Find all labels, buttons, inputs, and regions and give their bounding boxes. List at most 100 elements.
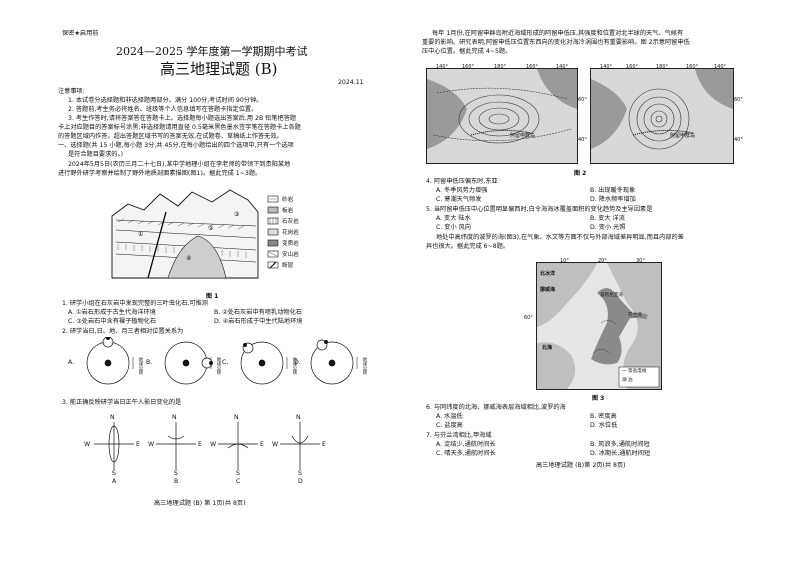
q5-stem: 5. 当阿留申低压中心位置明显偏西时,白令海海冰覆盖面积的变化趋势及主导因素是 [426, 206, 653, 213]
q3-c-south: S [236, 470, 240, 477]
q6-stem: 6. 与同纬度的北海、挪威海表层海域相比,波罗的海 [426, 404, 566, 411]
q2-tag-c: 地球公转 [292, 357, 297, 375]
fig3-lat-60: 60° [524, 315, 533, 321]
q3-option-c[interactable]: C [236, 478, 241, 485]
fig3-lon-10: 10° [560, 258, 569, 264]
figure-2-caption: 图 2 [574, 170, 587, 177]
q5-option-b[interactable]: B. 变大 洋流 [590, 215, 625, 222]
fig3-lon-20: 20° [598, 258, 607, 264]
figure-1: ④ ① ② ③ 砂岩 板岩 石灰岩 花岗岩 变质岩 安山岩 断层 [108, 186, 340, 288]
q2-tag-a: 地球公转 [138, 357, 143, 375]
q3-b-east: E [198, 441, 202, 448]
legend-limestone: 石灰岩 [282, 219, 299, 225]
fig2-right-lat-1: 60° [734, 97, 743, 103]
note-1: 1. 本试卷分选择题和非选择题两部分。满分 100分,考试时间 90分钟。 [68, 97, 263, 104]
q3-b-south: S [174, 470, 178, 477]
q3-option-b[interactable]: B [174, 478, 179, 485]
intro-1-line-1: 2024年5月5日(农历三月二十七日),某中学地理小组在李老师的带领下到贵阳某地 [68, 161, 291, 168]
q7-option-a[interactable]: A. 淀结少,通航时间长 [436, 441, 496, 448]
q3-d-west: W [272, 441, 279, 448]
note-3c: 的答题区域内作答。超出答题区域书写的答案无效,在试题卷、草稿纸上作答无效。 [58, 133, 283, 140]
fig3-place-finland-gulf: 芬兰湾 [628, 313, 642, 318]
geologic-section-drawing: ④ ① ② ③ [111, 189, 279, 279]
section-1-heading: 一、选择题(共 15 小题,每小题 3分,共 45分,在每小题给出的四个选项中,… [58, 142, 294, 149]
svg-text:③: ③ [234, 211, 239, 218]
noon-shadow-diagrams [94, 422, 320, 470]
q3-diagrams: N S E W N S E W N S E W N S E W [84, 414, 330, 478]
q3-a-north: N [110, 414, 115, 421]
q3-b-north: N [172, 414, 177, 421]
q2-option-b[interactable]: B. [146, 359, 153, 366]
q6-option-a[interactable]: A. 水温低 [436, 413, 463, 420]
q3-c-north: N [234, 414, 239, 421]
aleutian-low-map-west [427, 69, 577, 163]
q2-option-a[interactable]: A. [68, 359, 75, 366]
q5-option-a[interactable]: A. 变大 陆水 [436, 215, 471, 222]
figure-2-left-map [426, 68, 578, 164]
q7-option-d[interactable]: D. 冰期长,通航时间短 [590, 450, 651, 457]
footer-right: 高三地理试题 (B)第 2页(共 8页) [536, 462, 626, 469]
fig3-place-arctic: 北冰洋 [540, 271, 556, 277]
intro-2-line-1: 每年 1月份,在阿留申群岛附近海域形成的阿留申低压,其强度和位置对北半球的天气、… [432, 30, 684, 37]
q7-stem: 7. 与芬兰湾相比,甲海域 [426, 432, 492, 439]
q3-a-south: S [112, 470, 116, 477]
figure-1-caption: 图 1 [206, 293, 219, 300]
legend-sandstone: 砂岩 [282, 197, 294, 203]
aleutian-low-map-east [591, 69, 733, 163]
q3-c-east: E [260, 441, 264, 448]
figure-3-caption: 图 3 [592, 395, 605, 402]
legend-granite: 花岗岩 [282, 230, 299, 236]
q6-option-c[interactable]: C. 盐度高 [436, 422, 463, 429]
fig3-place-norwegian-sea: 挪威海 [540, 287, 556, 293]
section-1-heading-cont: 是符合题目要求的。) [68, 151, 124, 158]
q3-b-west: W [148, 441, 155, 448]
q3-d-south: S [298, 470, 302, 477]
q1-option-c[interactable]: C. ③处岩石中含有裸子植物化石 [68, 318, 157, 325]
intro-3-line-2: 异也很大。据此完成 6~8题。 [426, 243, 510, 250]
q7-option-b[interactable]: B. 风浪多,通航时间短 [590, 441, 650, 448]
q2-option-c[interactable]: C. [222, 359, 229, 366]
q3-option-d[interactable]: D [298, 478, 303, 485]
q6-option-d[interactable]: D. 水位低 [590, 422, 618, 429]
fig3-place-bothnia: 波的尼亚湾 [600, 293, 623, 298]
q7-option-c[interactable]: C. 晴天多,通航时间长 [436, 450, 496, 457]
secret-label: 保密★启用前 [62, 30, 99, 37]
q3-option-a[interactable]: A [112, 478, 117, 485]
q5-option-d[interactable]: D. 变小 光照 [590, 224, 626, 231]
q4-option-a[interactable]: A. 冬季风势力增强 [436, 187, 488, 194]
fig2-right-lon-4: 160° [686, 64, 699, 70]
q1-option-a[interactable]: A. ①岩石形成于古生代海洋环境 [68, 309, 156, 316]
svg-text:②: ② [208, 225, 214, 232]
q3-stem: 3. 能正确反映研学当日正午人影日变化的是 [62, 399, 182, 406]
q4-option-b[interactable]: B. 出现暖冬现象 [590, 187, 636, 194]
fig2-right-lon-3: 180° [656, 64, 669, 70]
exam-title: 2024—2025 学年度第一学期期中考试 [116, 45, 308, 58]
q6-option-b[interactable]: B. 密度高 [590, 413, 617, 420]
q2-option-d[interactable]: D. [294, 359, 301, 366]
q1-option-b[interactable]: B. ②处石灰岩中有喷乳动物化石 [214, 309, 302, 316]
intro-2-line-2: 重要的影响。研究表明,阿留申低压位置东西向的变化对海冷涡围也有重要影响。图 2示… [422, 39, 690, 46]
q3-c-west: W [210, 441, 217, 448]
q2-tag-d: 地球公转 [362, 357, 367, 375]
legend-metamorphic: 变质岩 [282, 241, 299, 247]
notes-heading: 注意事项: [58, 88, 85, 95]
q1-option-d[interactable]: D. ④岩石形成于中生代陆地环境 [214, 318, 303, 325]
q3-d-east: E [322, 441, 326, 448]
fig2-left-lon-1: 140° [436, 64, 449, 70]
q4-option-d[interactable]: D. 降水频率增加 [590, 196, 636, 203]
q5-option-c[interactable]: C. 变小 风向 [436, 224, 471, 231]
baltic-sea-map [537, 263, 661, 389]
q2-tag-b: 地球公转 [216, 357, 221, 375]
fig2-left-lat-1: 60° [578, 97, 587, 103]
note-3b: 卡上对应题目的答案标号涂黑;非选择题请用直径 0.5毫米黑色墨水签字笔在答题卡上… [58, 124, 301, 131]
fig3-legend-salinity: 一 等盐度线 [622, 369, 647, 374]
exam-date: 2024.11 [338, 79, 364, 86]
svg-text:④: ④ [186, 255, 191, 262]
fig3-legend-lake: 湖 泊 [622, 378, 633, 383]
q4-option-c[interactable]: C. 寒潮天气频发 [436, 196, 482, 203]
fig2-left-lon-3: 180° [494, 64, 507, 70]
fig2-left-lon-4: 160° [526, 64, 539, 70]
intro-3-line-1: 地处中高纬度的波罗的海(图3),在气象、水文等方面不仅与外部海域差异明显,而且内… [436, 234, 684, 241]
q3-a-west: W [84, 441, 91, 448]
footer-left: 高三地理试题 (B) 第 1页(共 8页) [154, 500, 246, 507]
